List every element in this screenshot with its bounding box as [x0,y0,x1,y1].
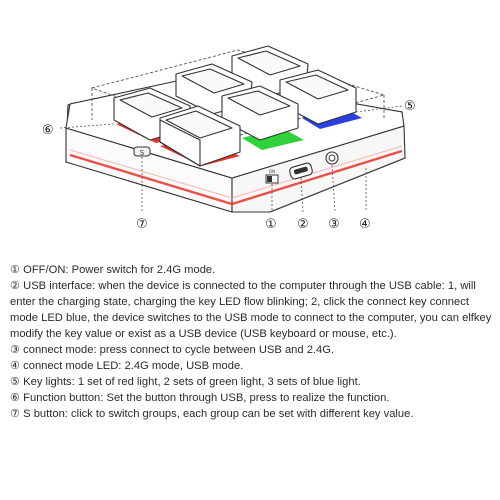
legend-item-usb-interface: ② USB interface: when the device is conn… [10,280,492,340]
switch-label: ON [269,169,275,174]
callout-4: ④ [359,217,371,232]
legend-list: ① OFF/ON: Power switch for 2.4G mode. ② … [10,262,492,422]
callouts: ⑥ ⑦ ① ② ③ ④ ⑤ [42,99,416,232]
usb-port [289,162,313,180]
legend-item-power-switch: ① OFF/ON: Power switch for 2.4G mode. [10,264,216,276]
callout-1: ① [265,217,277,232]
callout-2: ② [297,217,309,232]
green-led [242,128,304,150]
keycaps [113,45,357,167]
s-button-label: S [140,149,145,157]
legend-item-s-button: ⑦ S button: click to switch groups, each… [10,408,414,420]
callout-7: ⑦ [136,217,148,232]
callout-6: ⑥ [42,123,54,138]
keycap-front [159,105,241,167]
edge-glow-red [69,149,403,206]
legend-item-connect-led: ④ connect mode LED: 2.4G mode, USB mode. [10,360,244,372]
legend-item-key-lights: ⑤ Key lights: 1 set of red light, 2 sets… [10,376,361,388]
legend-item-connect-mode: ③ connect mode: press connect to cycle b… [10,344,335,356]
keypad-diagram: S ON ⑥ ⑦ ① ② ③ ④ ⑤ [42,45,416,232]
s-button[interactable]: S [133,146,151,157]
connect-button[interactable] [325,151,339,165]
callout-5: ⑤ [404,99,416,114]
callout-3: ③ [328,217,340,232]
power-switch[interactable]: ON [265,169,279,184]
legend-item-function-button: ⑥ Function button: Set the button throug… [10,392,390,404]
leader-lines [59,105,403,213]
